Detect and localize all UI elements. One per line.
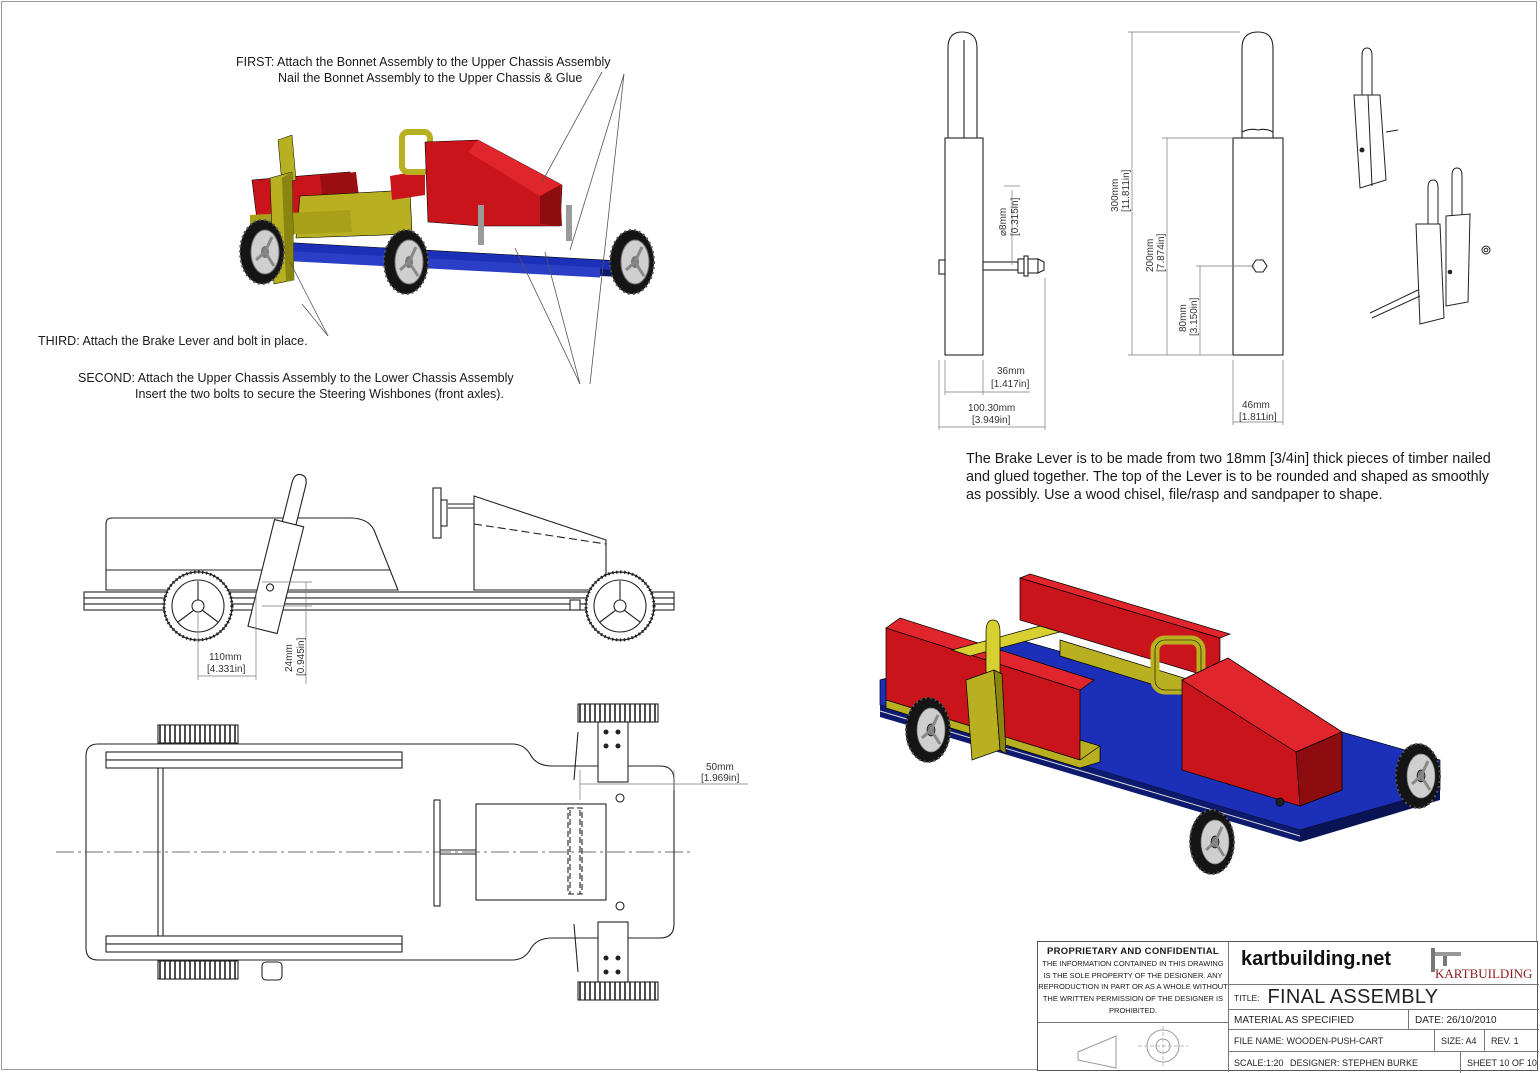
note-second-line1: SECOND: Attach the Upper Chassis Assembl… [78, 371, 514, 385]
designer: DESIGNER: STEPHEN BURKE [1290, 1057, 1419, 1068]
dim-height80-mm: 80mm [1178, 304, 1189, 332]
dim-side110-in: [4.331in] [207, 664, 246, 675]
brake-lever-iso-views [1353, 47, 1491, 325]
logo-text: KARTBUILDING [1435, 966, 1532, 981]
dim-width36-in: [1.417in] [991, 379, 1030, 390]
material: MATERIAL AS SPECIFIED [1234, 1014, 1355, 1026]
dim-side24-mm: 24mm [284, 644, 295, 672]
file-row: FILE NAME: WOODEN-PUSH-CART SIZE: A4 REV… [1228, 1029, 1539, 1052]
title-label: TITLE: [1234, 992, 1260, 1003]
scale: SCALE:1:20 [1234, 1057, 1284, 1068]
dim-height300-in: [11.811in] [1121, 169, 1132, 212]
lever-dimension-labels: ⌀8mm [0.315in] 300mm [11.811in] 200mm [7… [968, 169, 1277, 426]
dim-overall100-mm: 100.30mm [968, 403, 1015, 414]
dim-top50-mm: 50mm [706, 762, 734, 773]
title-block: PROPRIETARY AND CONFIDENTIAL THE INFORMA… [1037, 941, 1539, 1073]
brake-lever-description: The Brake Lever is to be made from two 1… [966, 451, 1491, 503]
sheet-number: SHEET 10 OF 10 [1460, 1052, 1539, 1073]
kart-3d-view-large [879, 573, 1442, 876]
dim-width46-mm: 46mm [1242, 400, 1270, 411]
dim-width36-mm: 36mm [997, 366, 1025, 377]
top-view-dim-labels: 50mm [1.969in] [701, 762, 740, 784]
proprietary-notice: PROPRIETARY AND CONFIDENTIAL THE INFORMA… [1038, 942, 1229, 1023]
dim-top50-in: [1.969in] [701, 773, 740, 784]
size: SIZE: A4 [1434, 1030, 1484, 1052]
note-third: THIRD: Attach the Brake Lever and bolt i… [38, 334, 308, 348]
dim-bolt-dia-in: [0.315in] [1010, 197, 1021, 236]
kartbuilding-logo: KARTBUILDING [1421, 944, 1537, 982]
proprietary-heading: PROPRIETARY AND CONFIDENTIAL [1046, 946, 1219, 957]
side-view-dim-labels: 110mm [4.331in] 24mm [0.945in] [207, 637, 307, 676]
dim-bolt-dia-mm: ⌀8mm [998, 208, 1009, 236]
dim-height200-mm: 200mm [1145, 239, 1156, 272]
kart-side-view [83, 473, 675, 642]
lever-dimension-lines [938, 31, 1284, 430]
brake-lever-front-view [1232, 31, 1284, 356]
revision: REV. 1 [1484, 1030, 1539, 1052]
dim-width46-in: [1.811in] [1239, 412, 1277, 423]
title-value: FINAL ASSEMBLY [1267, 986, 1439, 1008]
note-second: SECOND: Attach the Upper Chassis Assembl… [78, 370, 514, 402]
dim-height80-in: [3.150in] [1189, 297, 1200, 336]
side-view-dims [197, 581, 312, 684]
top-view-dims [579, 770, 748, 800]
projection-symbol [1038, 1022, 1229, 1072]
brake-lever-side-view [938, 31, 1045, 356]
title-row: TITLE: FINAL ASSEMBLY [1228, 984, 1539, 1010]
note-second-line2: Insert the two bolts to secure the Steer… [135, 387, 504, 401]
dim-height200-in: [7.874in] [1156, 233, 1167, 272]
site-name: kartbuilding.net [1241, 948, 1391, 970]
file-name: FILE NAME: WOODEN-PUSH-CART [1234, 1036, 1384, 1046]
dim-height300-mm: 300mm [1110, 179, 1121, 212]
dim-side110-mm: 110mm [209, 652, 242, 663]
scale-row: SCALE:1:20 DESIGNER: STEPHEN BURKE SHEET… [1228, 1051, 1539, 1073]
dim-side24-in: [0.945in] [296, 637, 307, 676]
kart-3d-view-small [238, 71, 656, 385]
dim-overall100-in: [3.949in] [972, 415, 1011, 426]
material-row: MATERIAL AS SPECIFIED DATE: 26/10/2010 [1228, 1009, 1539, 1030]
proprietary-body: THE INFORMATION CONTAINED IN THIS DRAWIN… [1038, 959, 1228, 1015]
date: DATE: 26/10/2010 [1408, 1010, 1539, 1030]
note-first: FIRST: Attach the Bonnet Assembly to the… [236, 54, 610, 86]
note-first-line2: Nail the Bonnet Assembly to the Upper Ch… [278, 71, 583, 85]
note-first-line1: FIRST: Attach the Bonnet Assembly to the… [236, 55, 611, 69]
